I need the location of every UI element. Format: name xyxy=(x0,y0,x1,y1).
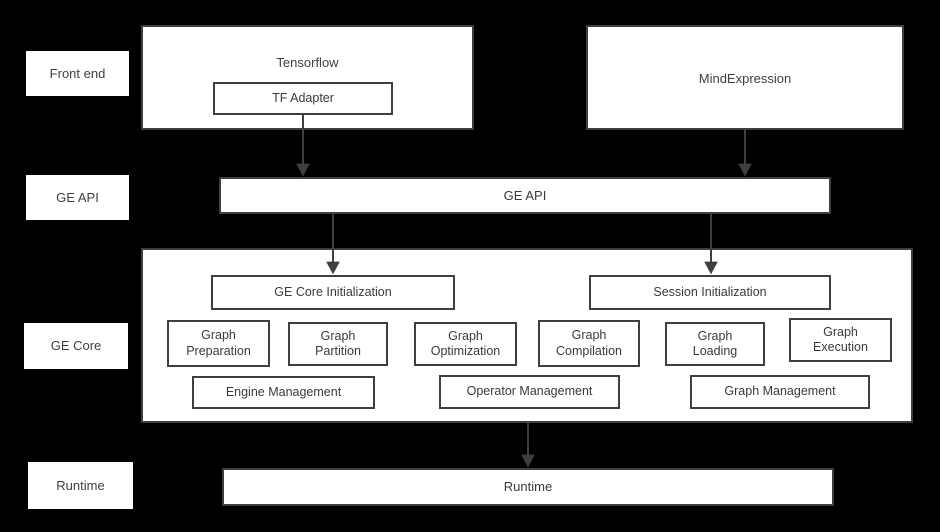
graph-loading-label-line1: Graph xyxy=(697,328,733,343)
runtime-bar: Runtime xyxy=(222,468,834,506)
graph-partition-label-line2: Partition xyxy=(315,344,361,358)
ge-api-bar-label: GE API xyxy=(503,187,547,203)
graph-optimization-label-line2: Optimization xyxy=(430,344,501,358)
ge-core-initialization-label: GE Core Initialization xyxy=(274,284,392,299)
ge-api-bar: GE API xyxy=(219,177,831,214)
layer-label-ge-core: GE Core xyxy=(24,323,128,369)
engine-management-box: Engine Management xyxy=(192,376,375,409)
operator-management-label: Operator Management xyxy=(466,384,593,399)
layer-label-text: GE Core xyxy=(50,338,102,354)
engine-management-label: Engine Management xyxy=(225,384,342,399)
graph-partition-box: Graph Partition xyxy=(288,322,388,366)
graph-preparation-label-line1: Graph xyxy=(201,328,236,343)
graph-loading-box: Graph Loading xyxy=(665,322,765,366)
tf-adapter-label: TF Adapter xyxy=(272,90,334,105)
layer-label-runtime: Runtime xyxy=(28,462,133,509)
graph-execution-label-line2: Execution xyxy=(813,340,868,354)
graph-preparation-label-line2: Preparation xyxy=(186,343,251,358)
session-initialization-label: Session Initialization xyxy=(653,284,767,299)
graph-optimization-label-line1: Graph xyxy=(448,328,483,343)
runtime-bar-label: Runtime xyxy=(503,479,553,495)
graph-execution-box: Graph Execution xyxy=(789,318,892,362)
layer-label-ge-api: GE API xyxy=(26,175,129,220)
graph-management-label: Graph Management xyxy=(724,384,836,399)
graph-execution-label-line1: Graph xyxy=(823,324,858,339)
graph-compilation-label-line1: Graph xyxy=(571,328,607,343)
layer-label-text: Front end xyxy=(49,65,106,81)
session-initialization-box: Session Initialization xyxy=(589,275,831,310)
layer-label-text: GE API xyxy=(56,189,99,205)
tensorflow-title: Tensorflow xyxy=(276,55,339,70)
mindexpression-title: MindExpression xyxy=(698,71,792,86)
operator-management-box: Operator Management xyxy=(439,375,620,409)
graph-optimization-box: Graph Optimization xyxy=(414,322,517,366)
layer-label-front-end: Front end xyxy=(26,51,129,96)
graph-partition-label-line1: Graph xyxy=(320,328,356,343)
graph-compilation-box: Graph Compilation xyxy=(538,320,640,367)
ge-core-initialization-box: GE Core Initialization xyxy=(211,275,455,310)
tf-adapter-box: TF Adapter xyxy=(213,82,393,115)
layer-label-text: Runtime xyxy=(56,477,105,493)
graph-loading-label-line2: Loading xyxy=(692,344,738,358)
mindexpression-group: MindExpression xyxy=(586,25,904,130)
graph-preparation-box: Graph Preparation xyxy=(167,320,270,367)
graph-compilation-label-line2: Compilation xyxy=(555,343,622,358)
graph-management-box: Graph Management xyxy=(690,375,870,409)
